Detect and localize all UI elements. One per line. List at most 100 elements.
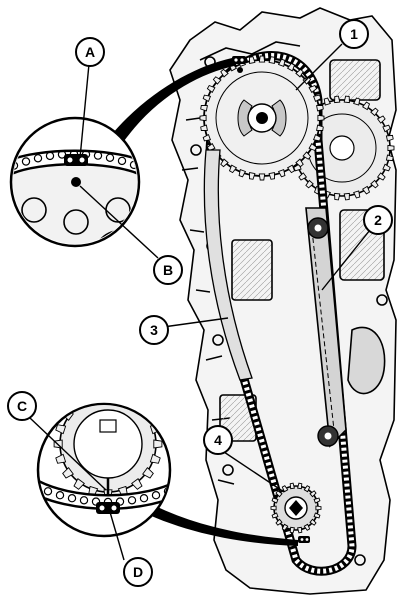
callout-2-label: 2: [374, 212, 382, 228]
callout-1-label: 1: [350, 26, 358, 42]
crank-sprocket: [270, 482, 322, 534]
sprocket-tooth: [286, 164, 296, 174]
sprocket-tooth: [258, 55, 266, 63]
sprocket-tooth: [271, 497, 279, 504]
sprocket-tooth: [277, 168, 286, 178]
sprocket-tooth: [289, 482, 295, 490]
sprocket-tooth: [385, 154, 394, 162]
sprocket-tooth: [89, 392, 98, 402]
sprocket-tooth: [286, 62, 296, 72]
magnifier-connectors: [112, 58, 298, 546]
sprocket-tooth: [295, 158, 304, 168]
sprocket-tooth: [303, 523, 311, 531]
sprocket-tooth: [220, 158, 229, 168]
crank-mark-inset: [36, 390, 172, 538]
sprocket-tooth: [271, 512, 279, 519]
sprocket-tooth: [62, 467, 74, 479]
sprocket-tooth: [387, 144, 395, 152]
sprocket-tooth: [153, 439, 163, 449]
sprocket-tooth: [353, 190, 361, 199]
sprocket-tooth: [334, 95, 341, 104]
sprocket-tooth: [206, 84, 216, 94]
sprocket-tooth: [270, 505, 277, 511]
sprocket-tooth: [303, 485, 311, 493]
sprocket-tooth: [268, 56, 275, 64]
sprocket-tooth: [249, 172, 256, 180]
sprocket-tooth: [73, 478, 85, 490]
sprocket-tooth: [309, 490, 317, 498]
sprocket-tooth: [376, 172, 386, 181]
sprocket-tooth: [316, 105, 324, 112]
callout-b: B: [153, 255, 183, 285]
chain-roller: [139, 494, 149, 503]
chain-roller: [21, 157, 31, 166]
sprocket-tooth: [382, 124, 391, 133]
sprocket-tooth: [298, 172, 308, 181]
chain-roller: [55, 491, 65, 500]
sprocket-tooth: [212, 76, 222, 85]
callout-3: 3: [139, 315, 169, 345]
sprocket-tooth: [268, 172, 275, 180]
sprocket-tooth: [316, 124, 324, 131]
callout-d-label: D: [133, 564, 143, 580]
chain-roller: [33, 154, 43, 163]
sprocket-tooth: [131, 478, 143, 490]
callout-2: 2: [363, 205, 393, 235]
sprocket-tooth: [295, 68, 304, 78]
callout-a-label: A: [85, 44, 95, 60]
sprocket-tooth: [313, 497, 321, 504]
chain-roller: [117, 156, 127, 166]
sprocket-tooth: [297, 482, 303, 490]
sprocket-tooth: [308, 84, 318, 94]
sprocket-tooth: [313, 512, 321, 519]
sprocket-tooth: [323, 97, 331, 106]
chain-roller: [93, 151, 103, 160]
sprocket-tooth: [343, 192, 350, 201]
sprocket-tooth: [55, 424, 67, 435]
chain-roller: [127, 496, 137, 505]
sprocket-tooth: [220, 68, 229, 78]
callout-c-label: C: [17, 398, 27, 414]
sprocket-tooth: [362, 185, 371, 195]
sprocket-tooth: [362, 101, 371, 111]
sprocket-tooth: [238, 168, 247, 178]
chain-roller: [45, 151, 55, 161]
callout-4-label: 4: [214, 432, 222, 448]
sprocket-tooth: [104, 390, 112, 398]
sprocket-tooth: [353, 97, 361, 106]
chain-roller: [67, 494, 77, 503]
sprocket-tooth: [312, 133, 322, 142]
sprocket-tooth: [317, 114, 325, 122]
sprocket-tooth: [343, 95, 350, 104]
sprocket-tooth: [370, 179, 379, 189]
sprocket-tooth: [385, 134, 394, 142]
sprocket-tooth: [149, 453, 161, 464]
chain-roller: [79, 496, 89, 505]
callout-b-label: B: [163, 262, 173, 278]
sprocket-tooth: [249, 56, 256, 64]
callout-3-label: 3: [150, 322, 158, 338]
sprocket-tooth: [228, 164, 238, 174]
sprocket-tooth: [200, 124, 208, 131]
callout-c: C: [7, 391, 37, 421]
sprocket-tooth: [376, 115, 386, 124]
sprocket-tooth: [309, 518, 317, 526]
sprocket-tooth: [281, 523, 289, 531]
sprocket-tooth: [202, 94, 212, 103]
sprocket-tooth: [275, 518, 283, 526]
sprocket-tooth: [277, 58, 286, 68]
chain-tensioner-arm: [203, 149, 253, 381]
sprocket-tooth: [305, 179, 314, 189]
sprocket-tooth: [258, 173, 266, 181]
sprocket-tooth: [199, 114, 207, 122]
sprocket-tooth: [55, 453, 67, 464]
callout-1: 1: [339, 19, 369, 49]
sprocket-tooth: [275, 490, 283, 498]
cam-sprocket: [199, 55, 325, 181]
callout-d: D: [123, 557, 153, 587]
sprocket-tooth: [308, 142, 318, 152]
chain-guide: [305, 207, 347, 448]
sprocket-tooth: [382, 163, 391, 172]
sprocket-tooth: [302, 76, 312, 85]
